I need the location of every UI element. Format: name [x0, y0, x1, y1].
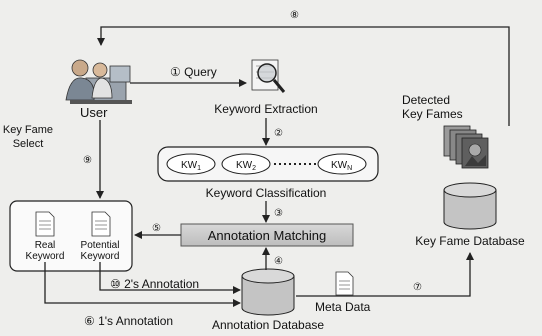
user-icon [65, 59, 132, 104]
key-fame-database-icon [443, 182, 497, 230]
arrow-6 [44, 262, 241, 307]
potential-keyword-doc-icon [91, 211, 111, 237]
step-2: ② [274, 128, 283, 139]
real-keyword-label-2: Keyword [26, 251, 65, 262]
annotation-database-icon [241, 268, 295, 316]
keyword-classification-label: Keyword Classification [206, 186, 327, 200]
kwn-sub: N [347, 165, 352, 172]
arrow-8 [97, 26, 510, 126]
potential-keyword-label-1: Potential [81, 240, 120, 251]
arrow-7 [296, 252, 474, 297]
potential-keyword-label-2: Keyword [81, 251, 120, 262]
key-fame-select-label-2: Select [13, 138, 44, 150]
arrows [44, 26, 510, 307]
kw1-sub: 1 [197, 165, 201, 172]
kw2-node [221, 153, 271, 175]
keyword-extraction-label: Keyword Extraction [214, 102, 317, 116]
meta-data-label: Meta Data [315, 300, 371, 314]
step-9: ⑨ [83, 155, 92, 166]
kw1-text: KW1 [181, 160, 201, 172]
step-6-annotation: ⑥ 1's Annotation [84, 314, 173, 328]
kw2-main: KW [236, 160, 253, 171]
kwn-text: KWN [331, 160, 352, 172]
real-keyword-doc-icon [35, 211, 55, 237]
step-4: ④ [274, 256, 283, 267]
magnifier-icon [251, 59, 286, 93]
detected-key-fames-label-1: Detected [402, 93, 450, 107]
real-keyword-label-1: Real [35, 240, 56, 251]
annotation-matching-label: Annotation Matching [208, 228, 327, 243]
kw1-node [166, 153, 216, 175]
step-8: ⑧ [290, 10, 299, 21]
kw1-main: KW [181, 160, 198, 171]
step-10-annotation: ⑩ 2's Annotation [110, 277, 199, 291]
kwn-main: KW [331, 160, 348, 171]
kw2-sub: 2 [252, 165, 256, 172]
key-fame-database-label: Key Fame Database [415, 234, 525, 248]
meta-data-doc-icon [335, 271, 354, 296]
kw2-text: KW2 [236, 160, 256, 172]
detected-key-fames-label-2: Key Fames [402, 107, 463, 121]
step-5: ⑤ [152, 223, 161, 234]
key-fame-select-label-1: Key Fame [3, 124, 53, 136]
step-7: ⑦ [413, 282, 422, 293]
step-1-query: ① Query [170, 65, 217, 79]
user-label: User [80, 105, 108, 120]
step-3: ③ [274, 208, 283, 219]
key-frames-stack-icon [443, 125, 489, 169]
arrow-10 [99, 262, 241, 294]
kwn-node [317, 153, 367, 175]
annotation-database-label: Annotation Database [212, 318, 324, 332]
